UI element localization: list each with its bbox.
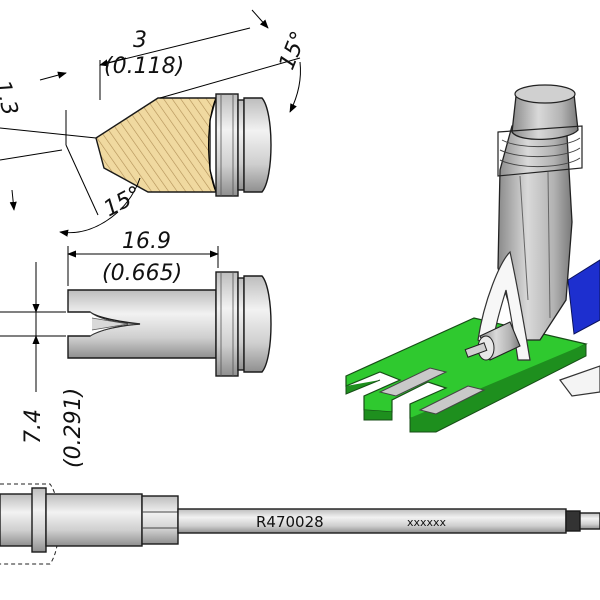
cartridge-view: R470028 xxxxxx bbox=[0, 483, 600, 565]
dim-tip-length-in: (0.118) bbox=[104, 54, 184, 79]
hatched-blade bbox=[95, 97, 217, 193]
iso-illustration bbox=[345, 84, 600, 433]
dim-angle-top: 15° bbox=[275, 28, 313, 74]
dim-cut-left: 1.3 bbox=[0, 78, 22, 118]
dim-length-mm: 16.9 bbox=[122, 229, 171, 254]
cartridge-collar bbox=[31, 487, 47, 553]
tip-top-view: 16.9 (0.665) 7.4 (0.291) bbox=[0, 229, 272, 468]
cartridge-hex bbox=[141, 495, 179, 545]
dim-width-mm: 7.4 bbox=[21, 409, 46, 444]
cartridge-marking: xxxxxx bbox=[407, 516, 447, 529]
dim-width-in: (0.291) bbox=[61, 388, 86, 468]
dim-length-in: (0.665) bbox=[102, 261, 182, 286]
tip-collar-mid bbox=[215, 271, 239, 377]
blue-component bbox=[567, 259, 600, 335]
tip-collar-top bbox=[215, 93, 239, 197]
pad-left bbox=[378, 367, 448, 397]
cartridge-shaft bbox=[177, 508, 567, 534]
tip-side-view: 3 (0.118) 15° 15° 1.3 bbox=[0, 9, 313, 237]
cartridge-part-number: R470028 bbox=[256, 513, 324, 531]
dim-tip-length-mm: 3 bbox=[133, 28, 147, 53]
pad-right bbox=[418, 385, 486, 415]
